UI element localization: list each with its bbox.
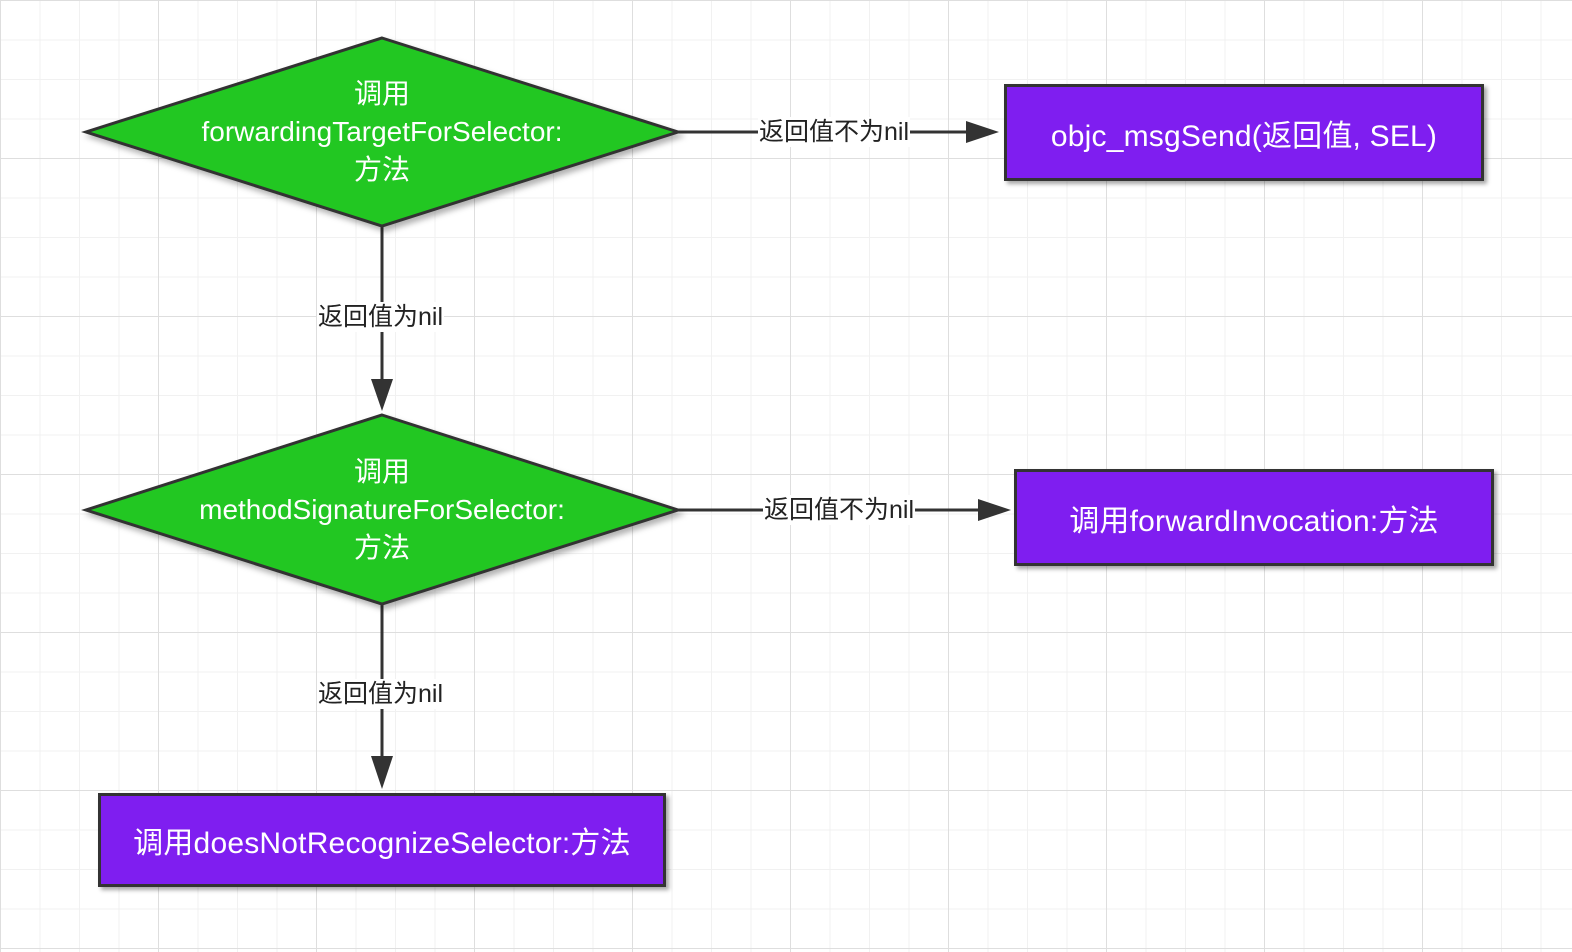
decision-forwarding-target-line3: 方法	[353, 154, 410, 185]
arrowhead-icon	[371, 379, 393, 411]
decision-method-signature-line1: 调用	[353, 456, 410, 487]
decision-method-signature-label: 调用 methodSignatureForSelector: 方法	[132, 448, 632, 572]
process-objc-msgsend-label: objc_msgSend(返回值, SEL)	[1050, 119, 1438, 153]
process-does-not-recognize-selector[interactable]: 调用doesNotRecognizeSelector:方法	[98, 793, 666, 887]
edge-label-d1-not-nil: 返回值不为nil	[758, 117, 911, 147]
process-forward-invocation-label: 调用forwardInvocation:方法	[1069, 504, 1439, 538]
arrowhead-icon	[966, 121, 999, 143]
decision-diamond-method-signature[interactable]	[81, 413, 683, 606]
decision-forwarding-target-label: 调用 forwardingTargetForSelector: 方法	[132, 70, 632, 194]
edge-label-d2-nil: 返回值为nil	[317, 679, 445, 709]
decision-forwarding-target-line2: forwardingTargetForSelector:	[201, 116, 563, 147]
process-forward-invocation[interactable]: 调用forwardInvocation:方法	[1014, 469, 1494, 566]
process-objc-msgsend[interactable]: objc_msgSend(返回值, SEL)	[1004, 84, 1484, 181]
edge-label-d1-nil: 返回值为nil	[317, 302, 445, 332]
decision-forwarding-target-line1: 调用	[353, 78, 410, 109]
decision-method-signature-line2: methodSignatureForSelector:	[199, 494, 565, 525]
arrowhead-icon	[371, 756, 393, 789]
edge-label-d2-not-nil: 返回值不为nil	[763, 495, 916, 525]
process-does-not-recognize-selector-label: 调用doesNotRecognizeSelector:方法	[133, 827, 631, 860]
decision-method-signature-line3: 方法	[353, 532, 410, 563]
decision-diamond-forwarding-target[interactable]	[81, 36, 683, 228]
arrowhead-icon	[978, 499, 1011, 521]
